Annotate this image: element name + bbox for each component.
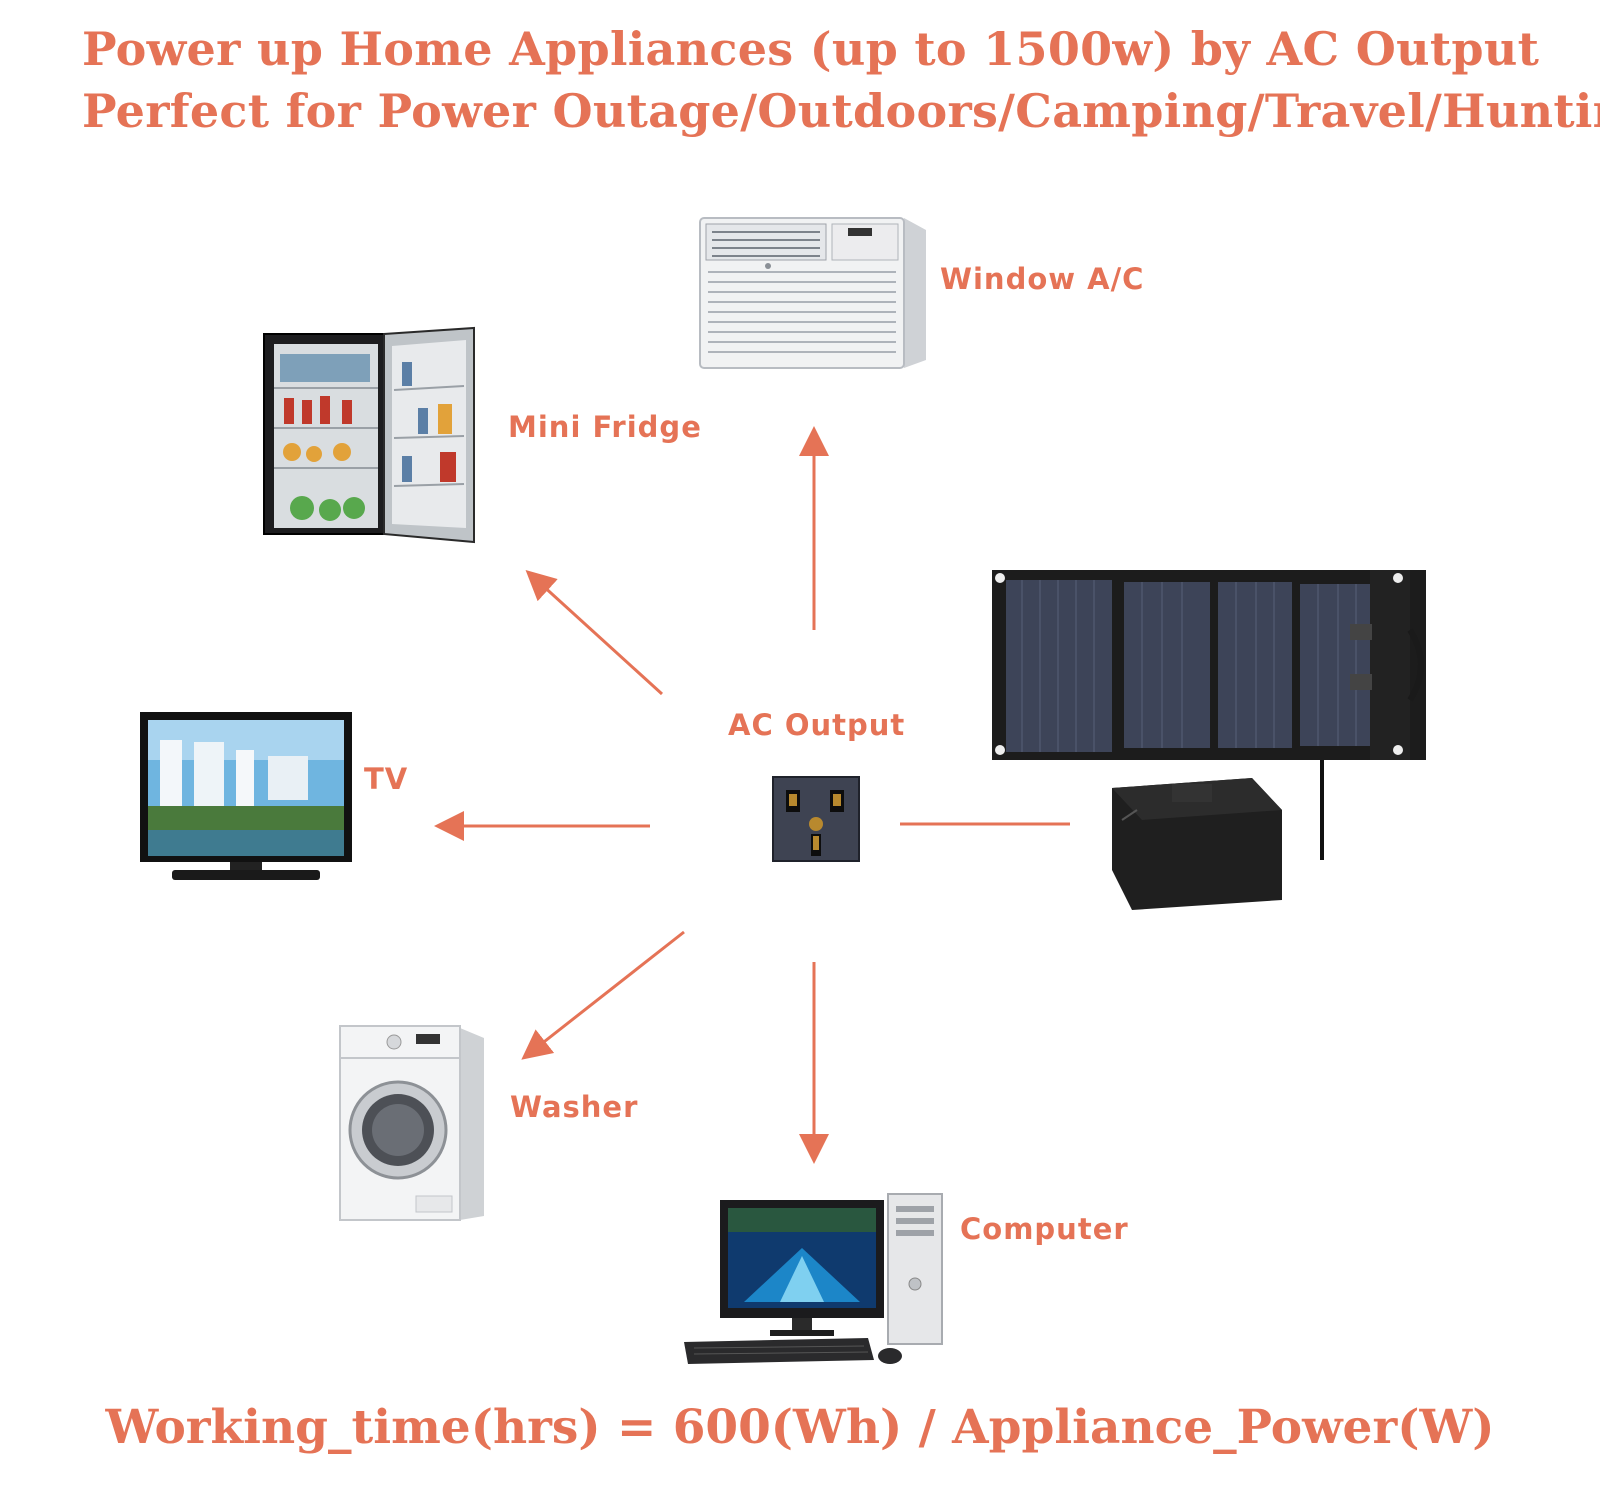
washer-label: Washer xyxy=(510,1090,639,1124)
ac-output-label: AC Output xyxy=(728,708,906,742)
arrow-to-washer xyxy=(521,930,685,1060)
tv-label: TV xyxy=(364,762,409,796)
solar-panel-and-battery-box-icon xyxy=(992,570,1426,910)
title-line-2: Perfect for Power Outage/Outdoors/Campin… xyxy=(82,84,1600,138)
washing-machine-icon xyxy=(339,1025,484,1221)
arrow-to-mini-fridge xyxy=(525,569,664,696)
window-air-conditioner-icon xyxy=(699,217,926,369)
desktop-computer-icon xyxy=(684,1193,943,1364)
computer-label: Computer xyxy=(960,1212,1129,1246)
tv-icon xyxy=(140,712,352,880)
mini-fridge-label: Mini Fridge xyxy=(508,410,702,444)
mini-fridge-icon xyxy=(263,326,475,544)
window-ac-label: Window A/C xyxy=(940,262,1145,296)
ac-socket-icon xyxy=(772,776,860,862)
title-line-1: Power up Home Appliances (up to 1500w) b… xyxy=(82,22,1540,76)
working-time-formula: Working_time(hrs) = 600(Wh) / Appliance_… xyxy=(105,1400,1495,1455)
